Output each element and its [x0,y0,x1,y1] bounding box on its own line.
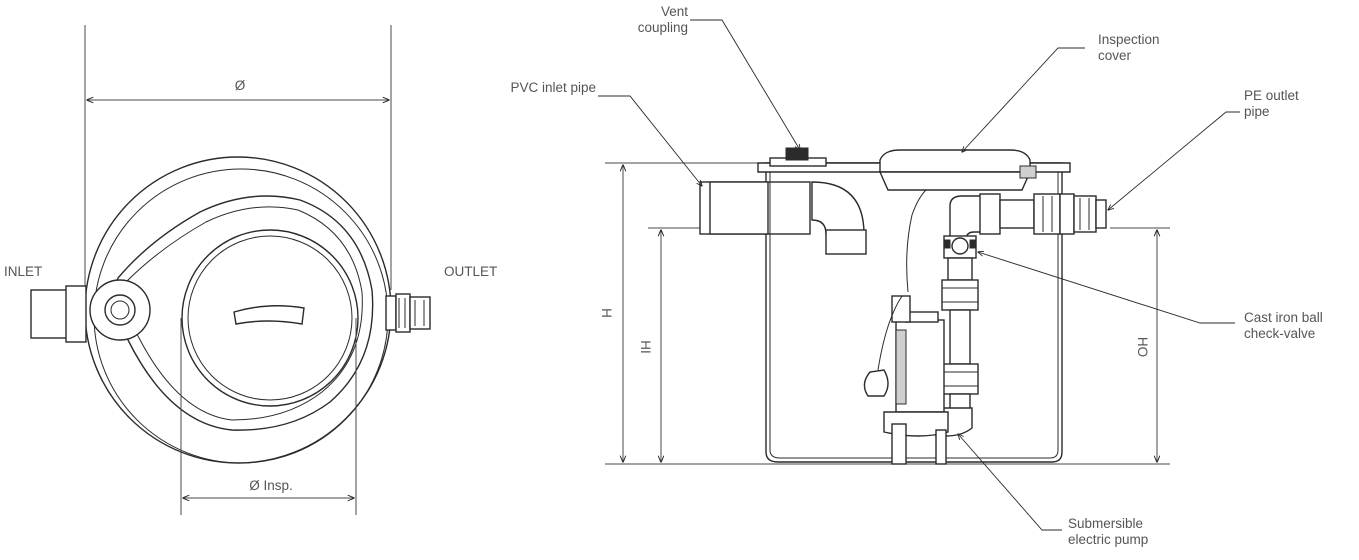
dim-hi-label: HI [637,340,653,354]
float-switch [863,369,889,397]
leader-pump [958,434,1062,531]
outlet-nut-c [1073,195,1097,233]
vent-coupling-line-1: Vent [660,4,688,19]
outlet-nut-a [1033,193,1061,235]
dim-ho-label: HO [1135,336,1151,358]
outlet-nut-b [1059,193,1075,235]
pump-label: Submersible electric pump [1068,516,1148,548]
check-valve-bolt [943,239,951,249]
inlet-elbow-outlet [825,229,867,255]
float-cable [877,295,903,371]
inspection-cover-side [879,149,1031,173]
pump-motor-shade [895,329,907,405]
pe-outlet-pipe-label: PE outlet pipe [1244,88,1299,120]
check-valve-bolt [969,239,977,249]
outlet-nut-1 [395,293,411,333]
pvc-inlet-pipe-label: PVC inlet pipe [510,80,596,95]
power-cable [906,189,927,293]
inlet-label: INLET [4,264,43,279]
top-view [30,25,431,515]
tank-inner-wall [769,166,1059,459]
leader-vent [690,19,800,150]
inlet-boss-hole [104,294,136,326]
pump-line-2: electric pump [1068,532,1149,547]
leader-inspection-cover [962,47,1085,152]
outlet-nut-2 [409,296,431,330]
check-valve-line-2: check-valve [1244,326,1316,341]
side-view [598,19,1240,531]
leader-outlet-pipe [1108,111,1240,210]
vent-coupling-line-2: coupling [637,20,688,35]
outlet-collar-top [385,295,397,331]
pump-foot-left [891,423,907,465]
lid-inner-outline [122,206,363,421]
riser-segment [947,257,973,281]
pump-foot-right [935,429,947,465]
vent-coupling-part [785,147,809,161]
outlet-pipe-side [999,199,1035,229]
pump-line-1: Submersible [1068,516,1144,531]
outlet-label: OUTLET [444,264,498,279]
insp-diameter-label: Ø Insp. [249,478,293,493]
leader-check-valve [978,252,1235,324]
cover-handle [233,305,305,325]
inspection-cover-label: Inspection cover [1098,32,1160,64]
riser-union-2 [941,363,979,395]
inlet-pipe-section [709,181,769,235]
pe-outlet-line-2: pipe [1244,104,1270,119]
outlet-union [979,193,1001,235]
inlet-collar-top [65,285,87,343]
riser-union-1 [941,279,979,311]
check-valve-line-1: Cast iron ball [1244,310,1323,325]
pe-outlet-line-1: PE outlet [1244,88,1299,103]
pump-cap [905,311,939,323]
check-valve-label: Cast iron ball check-valve [1244,310,1323,342]
outlet-tail [1095,199,1107,229]
inlet-boss-inner [110,300,130,320]
cover-rim [878,171,1032,191]
dim-h-label: H [598,308,614,318]
check-valve-ball [951,237,969,255]
diameter-label: Ø [234,78,246,93]
cover-latch [1019,165,1037,179]
inspection-cover-line-1: Inspection [1098,32,1160,47]
inspection-cover-line-2: cover [1098,48,1132,63]
riser-pipe [949,309,971,365]
inspection-cover-inner [187,235,353,401]
pump-handle [891,295,911,323]
leader-inlet-pipe [598,95,702,186]
vent-coupling-label: Vent coupling [630,4,688,36]
